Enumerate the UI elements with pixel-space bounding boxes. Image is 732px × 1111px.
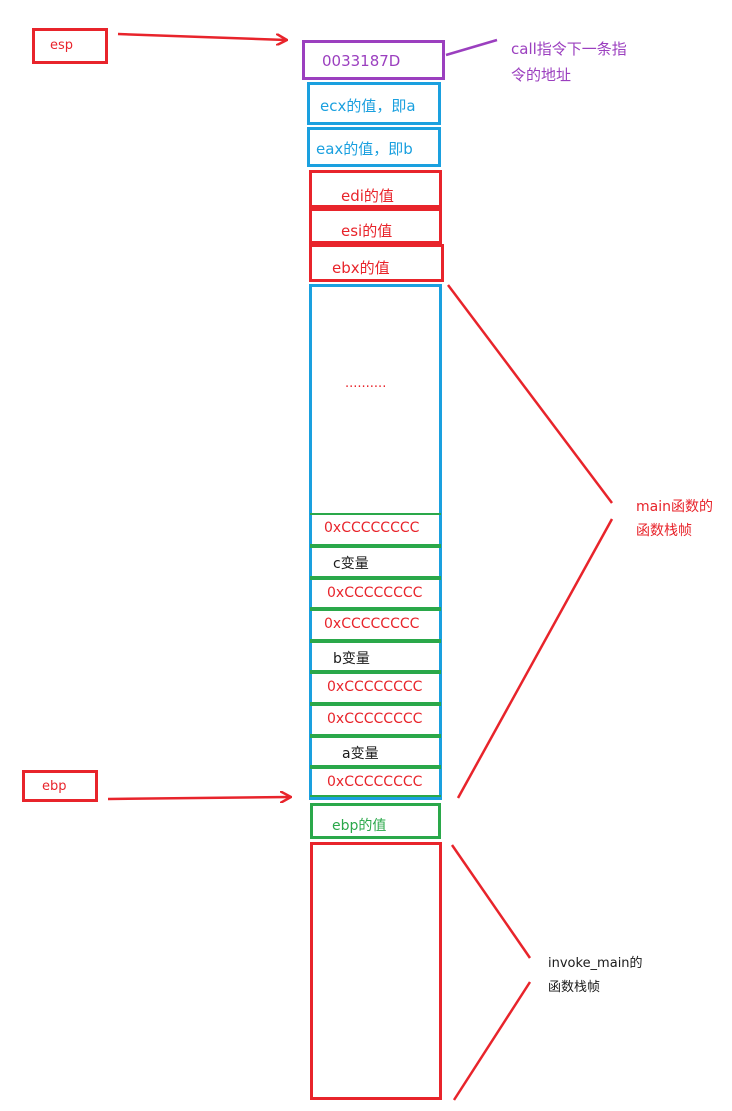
invoke-frame-label-line2: 函数栈帧 (548, 980, 601, 995)
esp-label-box (32, 28, 108, 64)
invoke-frame-line-top (450, 844, 532, 959)
main-frame-line-bottom (456, 518, 614, 799)
uninitialized-value: 0xCCCCCCCC (327, 679, 423, 695)
return-address-cell (302, 40, 445, 80)
stack-cell (310, 672, 441, 704)
eax-value: eax的值，即b (316, 140, 413, 158)
stack-ellipsis: .......... (345, 376, 387, 391)
main-frame-line-top (447, 284, 613, 504)
invoke-frame-label-line1: invoke_main的 (548, 956, 643, 971)
saved-ebp-value: ebp的值 (332, 818, 387, 834)
stack-cell (310, 767, 441, 797)
esi-value: esi的值 (341, 222, 393, 240)
esi-cell (309, 208, 442, 244)
saved-ebp-cell (310, 803, 441, 839)
stack-cell (310, 609, 441, 641)
variable-label: a变量 (342, 746, 379, 762)
variable-label: c变量 (333, 556, 369, 572)
ecx-cell (307, 82, 441, 125)
edi-value: edi的值 (341, 187, 394, 205)
ebp-label-box (22, 770, 98, 802)
stack-cell (310, 704, 441, 736)
invoke-frame-line-bottom (452, 981, 532, 1101)
uninitialized-value: 0xCCCCCCCC (324, 520, 420, 536)
ecx-value: ecx的值，即a (320, 97, 416, 115)
call-note-connector (445, 38, 498, 57)
ebx-cell (309, 244, 444, 282)
stack-cell (310, 736, 441, 767)
uninitialized-value: 0xCCCCCCCC (327, 585, 423, 601)
esp-arrow (117, 32, 286, 40)
edi-cell (309, 170, 442, 208)
uninitialized-value: 0xCCCCCCCC (327, 774, 423, 790)
main-frame-label-line2: 函数栈帧 (636, 523, 692, 539)
stack-cell (310, 578, 441, 609)
uninitialized-value: 0xCCCCCCCC (324, 616, 420, 632)
call-note-line1: call指令下一条指 (511, 40, 627, 58)
eax-cell (307, 127, 441, 167)
ebp-arrow (107, 797, 290, 799)
main-frame-box (309, 284, 442, 800)
call-note-line2: 令的地址 (511, 66, 572, 84)
stack-cell (310, 513, 441, 546)
ebx-value: ebx的值 (332, 259, 390, 277)
ebp-label: ebp (42, 779, 67, 794)
variable-label: b变量 (333, 651, 370, 667)
esp-label: esp (50, 38, 74, 53)
main-frame-label-line1: main函数的 (636, 499, 713, 515)
stack-cell (310, 641, 441, 672)
return-address-value: 0033187D (322, 52, 401, 70)
uninitialized-value: 0xCCCCCCCC (327, 711, 423, 727)
stack-cell (310, 546, 441, 578)
invoke-main-frame-box (310, 842, 442, 1100)
